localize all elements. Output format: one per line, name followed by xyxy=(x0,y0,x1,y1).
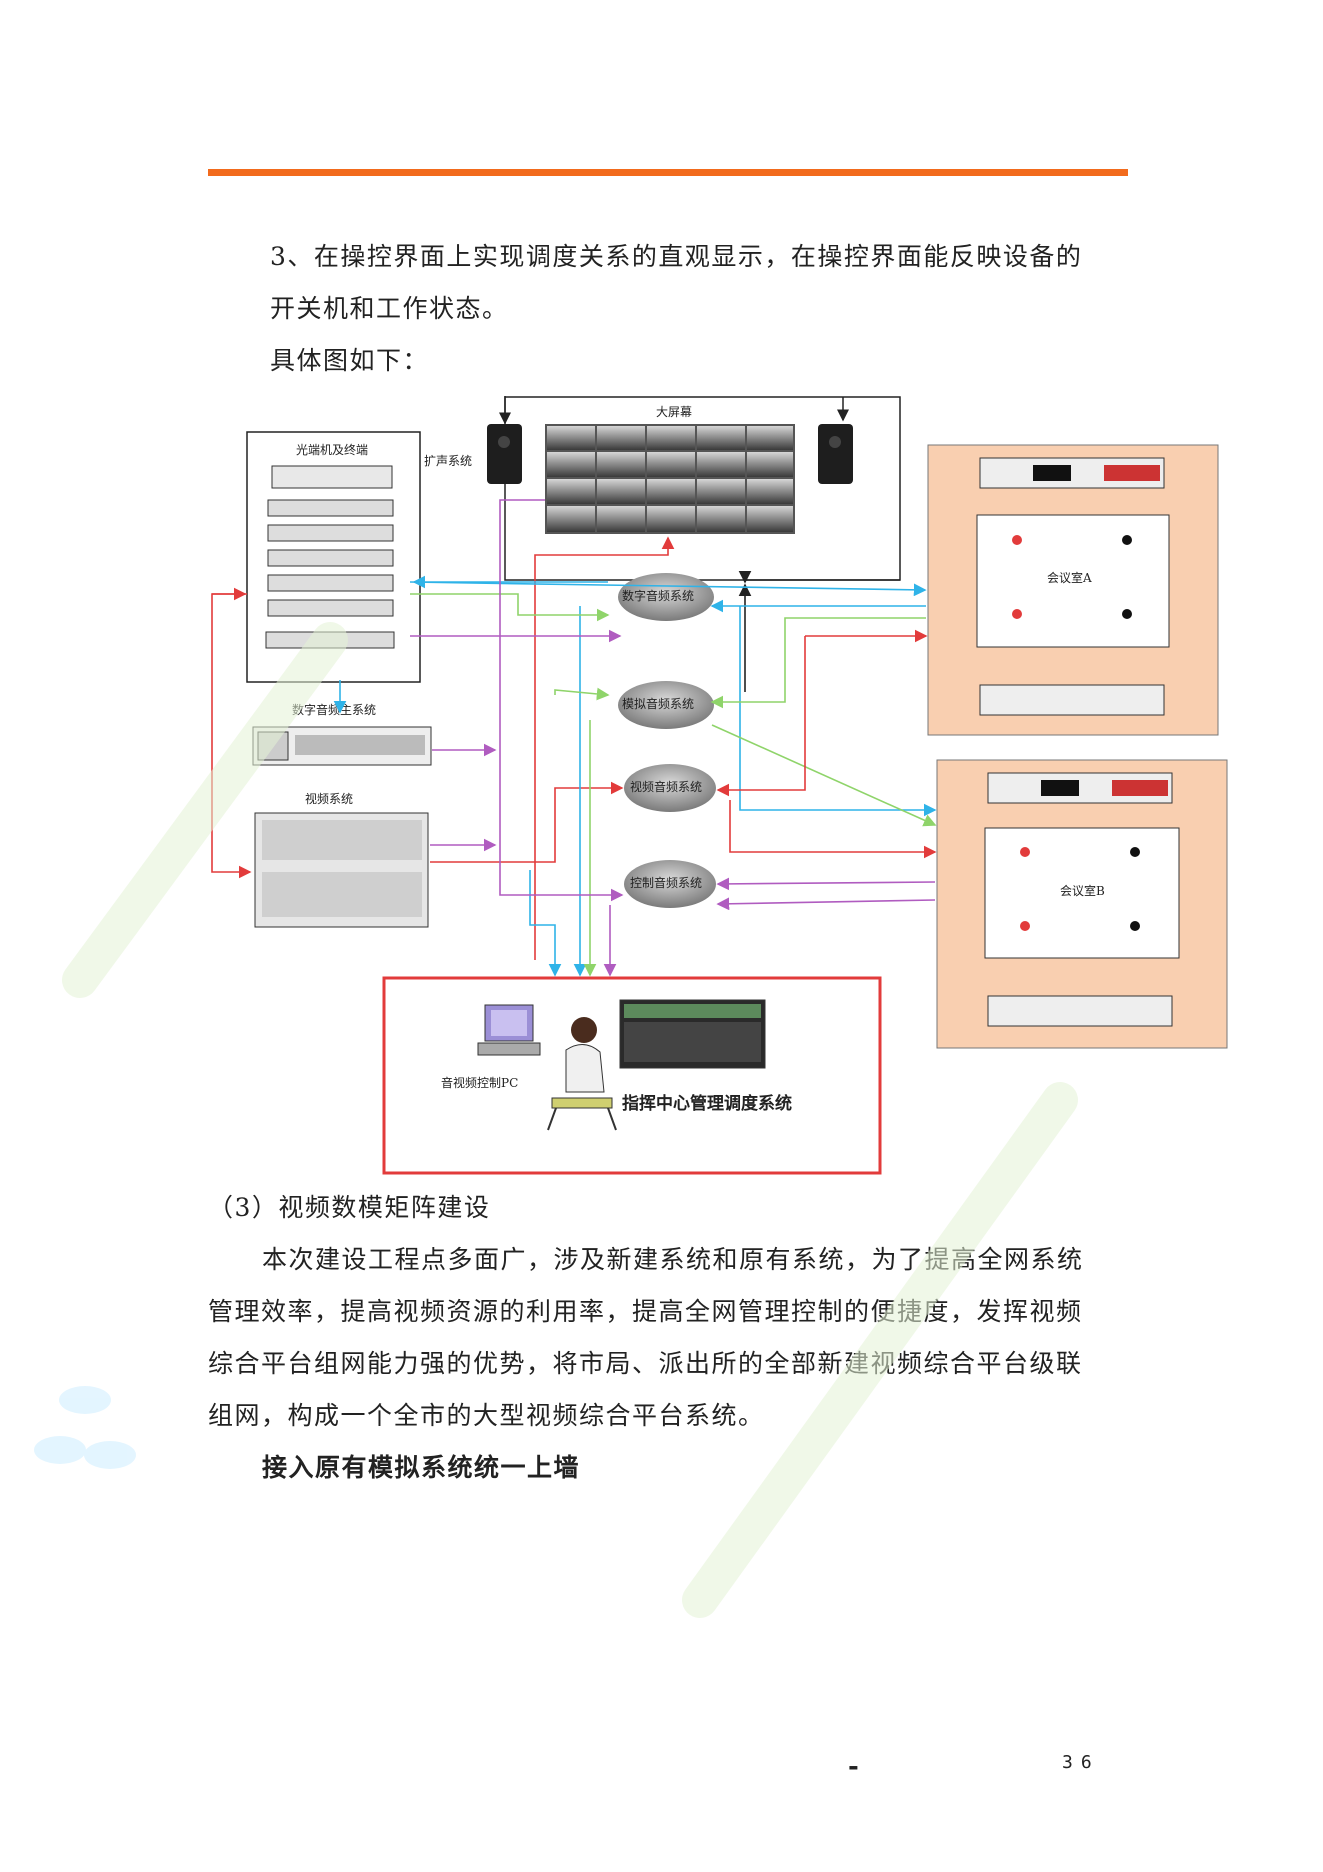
av-pc-label: 音视频控制PC xyxy=(441,1075,518,1090)
speaker-system-label: 扩声系统 xyxy=(424,454,472,468)
cloud-video: 视频音频系统 xyxy=(624,764,716,812)
optical-terminal-label: 光端机及终端 xyxy=(296,442,368,457)
room-a-label: 会议室A xyxy=(1047,570,1092,585)
cloud-video-label: 视频音频系统 xyxy=(630,779,702,794)
room-b-label: 会议室B xyxy=(1060,883,1105,898)
video-system-label: 视频系统 xyxy=(305,791,353,806)
speaker-right-icon xyxy=(818,424,853,484)
command-center-frame xyxy=(382,976,882,1175)
cloud-control-label: 控制音频系统 xyxy=(630,875,702,890)
big-screen-label: 大屏幕 xyxy=(656,405,692,419)
speaker-left-icon xyxy=(487,424,522,484)
section3-line-1: 本次建设工程点多面广，涉及新建系统和原有系统，为了提高全网系统 xyxy=(262,1245,1084,1274)
big-screen-frame xyxy=(504,396,901,581)
text-line-2: 开关机和工作状态。 xyxy=(270,294,509,323)
room-b-box xyxy=(984,827,1180,959)
operator-icon xyxy=(547,1017,617,1131)
room-a-device-bottom xyxy=(979,684,1165,716)
mixer-console-icon xyxy=(619,999,766,1069)
cloud-digital: 数字音频系统 xyxy=(618,573,714,621)
text-line-3: 具体图如下： xyxy=(270,346,430,375)
section3-bold-line: 接入原有模拟系统统一上墙 xyxy=(262,1453,581,1482)
section3-line-2: 管理效率，提高视频资源的利用率，提高全网管理控制的便捷度，发挥视频 xyxy=(208,1297,1083,1326)
cloud-analog-label: 模拟音频系统 xyxy=(622,696,694,711)
header-rule xyxy=(208,169,1128,176)
video-wall xyxy=(545,424,795,534)
room-a-box xyxy=(976,514,1170,648)
page-number: 36 xyxy=(1062,1752,1100,1773)
section3-line-3: 综合平台组网能力强的优势，将市局、派出所的全部新建视频综合平台级联 xyxy=(208,1349,1083,1378)
command-center-label: 指挥中心管理调度系统 xyxy=(622,1093,792,1114)
section3-line-4: 组网，构成一个全市的大型视频综合平台系统。 xyxy=(208,1401,765,1430)
room-b-device-bottom xyxy=(987,995,1173,1027)
section3-heading: （3）视频数模矩阵建设 xyxy=(208,1193,491,1222)
video-system-device xyxy=(254,812,429,928)
digital-audio-host-label: 数字音频主系统 xyxy=(292,702,376,717)
cloud-control: 控制音频系统 xyxy=(624,860,716,908)
text-line-1: 3、在操控界面上实现调度关系的直观显示，在操控界面能反映设备的 xyxy=(270,242,1083,271)
pc-icon xyxy=(477,1004,541,1056)
footer-dash: - xyxy=(848,1752,859,1782)
connection-lines xyxy=(211,499,937,977)
cloud-analog: 模拟音频系统 xyxy=(618,681,714,729)
cloud-digital-label: 数字音频系统 xyxy=(622,588,694,603)
digital-audio-host-device xyxy=(252,726,432,766)
